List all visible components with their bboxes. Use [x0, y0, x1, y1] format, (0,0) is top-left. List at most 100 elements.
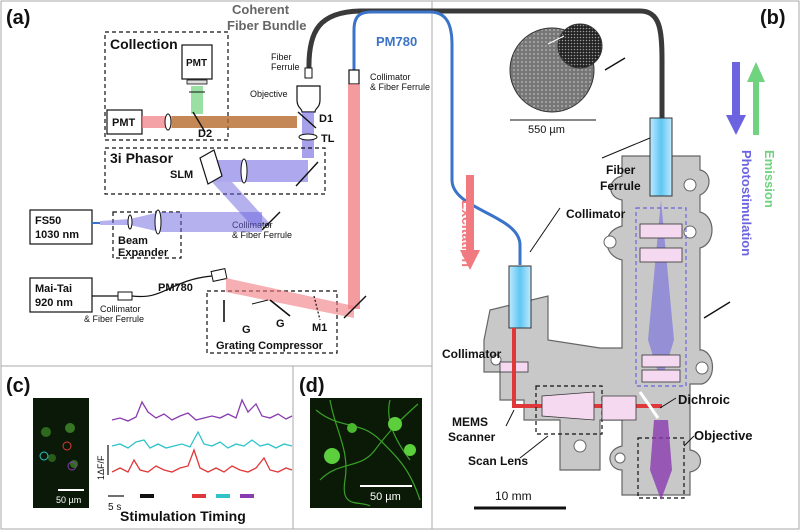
- tube-lens-1: [641, 354, 681, 368]
- g2-label: G: [276, 318, 285, 330]
- phasor-lens: [240, 158, 248, 184]
- dichroic-pointer: [659, 397, 677, 409]
- dichroic-mirror: [638, 391, 660, 419]
- d2-label: D2: [198, 128, 212, 140]
- excitation-beam-vertical: [348, 84, 360, 309]
- tube-lens-2: [641, 369, 681, 383]
- mems-pointer: [505, 409, 515, 427]
- pmt-top-filter: [186, 79, 208, 85]
- collimator-b-lens-1: [639, 223, 683, 239]
- collection-beam: [172, 116, 297, 128]
- pmt-left-label: PMT: [112, 117, 136, 129]
- housing-hole-6: [614, 452, 626, 464]
- fiber-ferrule-right: [649, 117, 673, 197]
- photostim-arrow: [726, 62, 746, 135]
- d1-label: D1: [319, 113, 333, 125]
- panel-b-border: [431, 0, 800, 530]
- housing-hole-1: [603, 235, 617, 249]
- scale-550-label: 550 µm: [528, 124, 565, 136]
- blue-fold-mirror: [261, 211, 281, 231]
- zoom-line: [547, 35, 565, 45]
- five-s-label: 5 s: [108, 502, 121, 513]
- fiber-ferrule-a: [304, 67, 313, 79]
- m1-label: M1: [312, 322, 327, 334]
- collimator-top-label-2: & Fiber Ferrule: [370, 82, 430, 92]
- housing-hole-7: [490, 354, 502, 366]
- housing-hole-4: [695, 361, 709, 375]
- fiber-ferrule-left: [508, 265, 532, 329]
- housing-hole-5: [573, 439, 587, 453]
- panel-c-label: (c): [6, 375, 30, 397]
- pmt-top-box: [181, 44, 213, 80]
- slm-label: SLM: [170, 169, 193, 181]
- maitai-label-1: Mai-Tai: [35, 283, 72, 295]
- fiber-bundle-label: Fiber Bundle: [227, 18, 306, 33]
- objective-b-pointer: [683, 435, 695, 447]
- pmt-left-box: [106, 109, 143, 135]
- stim-black: [140, 494, 154, 498]
- phasor-mirror: [295, 161, 319, 187]
- pm780-fiber: [352, 10, 522, 265]
- objective-beam: [650, 420, 672, 500]
- pm780-low-fiber: [131, 275, 213, 298]
- soma-2: [388, 417, 402, 431]
- excitation-beam-b: [512, 328, 516, 408]
- grating-beam: [226, 278, 354, 318]
- scan-lens-box: [535, 385, 603, 435]
- emission-arrow: [747, 62, 765, 135]
- objective-b-label: Objective: [694, 428, 753, 443]
- slm-device: [199, 149, 223, 185]
- green-emission-beam-a: [191, 86, 203, 114]
- expander-lens-2: [154, 209, 162, 235]
- low-collimator: [117, 291, 133, 301]
- roi-red: [62, 441, 72, 451]
- d2-mirror: [192, 111, 206, 133]
- housing-hole-2: [683, 178, 697, 192]
- g1-label: G: [242, 324, 251, 336]
- bundle-zoom-inset: [557, 23, 603, 69]
- photostim-label: Photostimulation: [739, 150, 754, 256]
- scan-lens-pointer: [519, 435, 549, 459]
- housing-hole-3: [683, 225, 697, 239]
- fs50-label-1: FS50: [35, 215, 61, 227]
- tl-label: TL: [321, 133, 335, 145]
- pm780-top-label: PM780: [376, 34, 417, 49]
- roi-purple: [67, 461, 77, 471]
- d1-mirror: [297, 111, 317, 129]
- trace-red: [111, 448, 293, 473]
- phasor-beam: [210, 160, 308, 182]
- stim-red: [192, 494, 206, 498]
- panel-d-border: [292, 365, 433, 530]
- stim-cyan: [216, 494, 230, 498]
- fiber-b-pointer: [601, 137, 651, 159]
- beam-label: Beam: [118, 235, 148, 247]
- excitation-arrow: [460, 175, 480, 270]
- pmt-left-lens: [164, 113, 172, 131]
- mems-label-1: MEMS: [452, 415, 488, 429]
- scale-50c-label: 50 µm: [56, 495, 81, 505]
- fiber-b-pointer-2: [529, 207, 561, 253]
- low-collimator-label-2: & Fiber Ferrule: [84, 314, 144, 324]
- mems-label-2: Scanner: [448, 430, 496, 444]
- tl-lens: [298, 133, 318, 141]
- coherent-fiber-bundle: [306, 8, 665, 118]
- trace-plot: [111, 398, 293, 473]
- trace-purple: [111, 398, 293, 422]
- beam-expander-box: [112, 211, 182, 259]
- roi-cyan: [39, 451, 49, 461]
- stim-timing-label: Stimulation Timing: [120, 508, 246, 524]
- pm780-low-label: PM780: [158, 282, 193, 294]
- scale-50d-label: 50 µm: [370, 491, 401, 503]
- maitai-box: [29, 277, 93, 313]
- panel-d-label: (d): [299, 375, 325, 397]
- dendrite-2: [319, 403, 419, 481]
- photostim-pointer: [703, 301, 731, 319]
- photostim-beam-b: [648, 200, 674, 382]
- collimator-b2-label: Collimator: [566, 207, 626, 221]
- cell-3: [48, 454, 56, 462]
- soma-4: [347, 423, 357, 433]
- expander-label: Expander: [118, 247, 169, 259]
- cell-1: [41, 427, 51, 437]
- panel-b-label: (b): [760, 7, 786, 29]
- objective-a-shape: [296, 85, 321, 113]
